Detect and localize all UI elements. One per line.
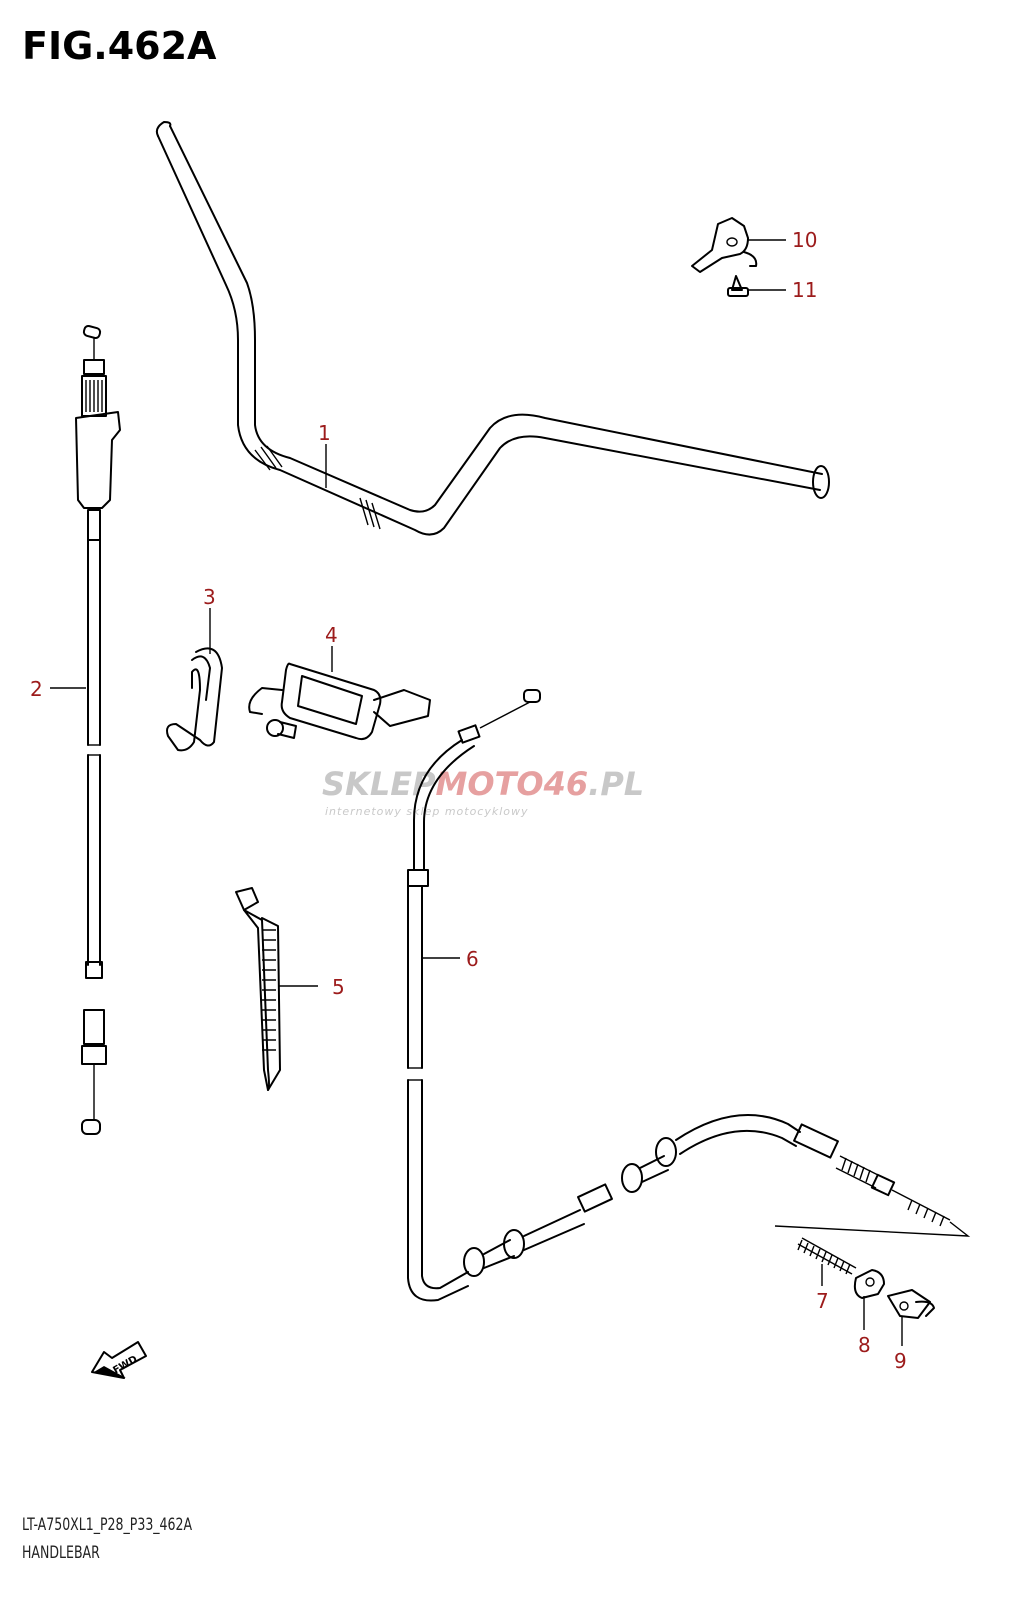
callout-8: 8 xyxy=(858,1333,871,1357)
callout-11: 11 xyxy=(792,278,817,302)
clevis-pin-part xyxy=(887,1289,935,1319)
figure-title: FIG.462A xyxy=(22,24,217,68)
clamp-bracket-part xyxy=(691,217,758,273)
callout-1: 1 xyxy=(318,421,331,445)
callout-7: 7 xyxy=(816,1289,829,1313)
fwd-arrow-icon: FWD xyxy=(91,1341,147,1379)
screw-part xyxy=(727,275,749,297)
cable-joint-part xyxy=(853,1269,885,1299)
spring-clip-part xyxy=(166,647,223,752)
watermark-tagline: internetowy sklep motocyklowy xyxy=(325,805,529,818)
callout-6: 6 xyxy=(466,947,479,971)
callout-9: 9 xyxy=(894,1349,907,1373)
callout-3: 3 xyxy=(203,585,216,609)
watermark-brand: SKLEPMOTO46.PL xyxy=(322,765,644,803)
watermark: SKLEPMOTO46.PL internetowy sklep motocyk… xyxy=(322,765,644,818)
leader-lines xyxy=(50,239,903,1346)
callout-2: 2 xyxy=(30,677,43,701)
callout-labels: 1 2 3 4 5 6 7 8 9 10 11 xyxy=(30,228,907,1373)
callout-10: 10 xyxy=(792,228,817,252)
figure-code: LT-A750XL1_P28_P33_462A xyxy=(22,1515,193,1535)
spring-part xyxy=(797,1237,857,1275)
figure-name: HANDLEBAR xyxy=(22,1543,100,1563)
callout-4: 4 xyxy=(325,623,338,647)
throttle-cable-part xyxy=(75,324,121,1135)
callout-5: 5 xyxy=(332,975,345,999)
cable-tie-part xyxy=(235,887,281,1091)
handlebar-part xyxy=(155,121,830,536)
holder-bracket-part xyxy=(248,662,431,741)
brake-cable-part xyxy=(407,689,971,1302)
